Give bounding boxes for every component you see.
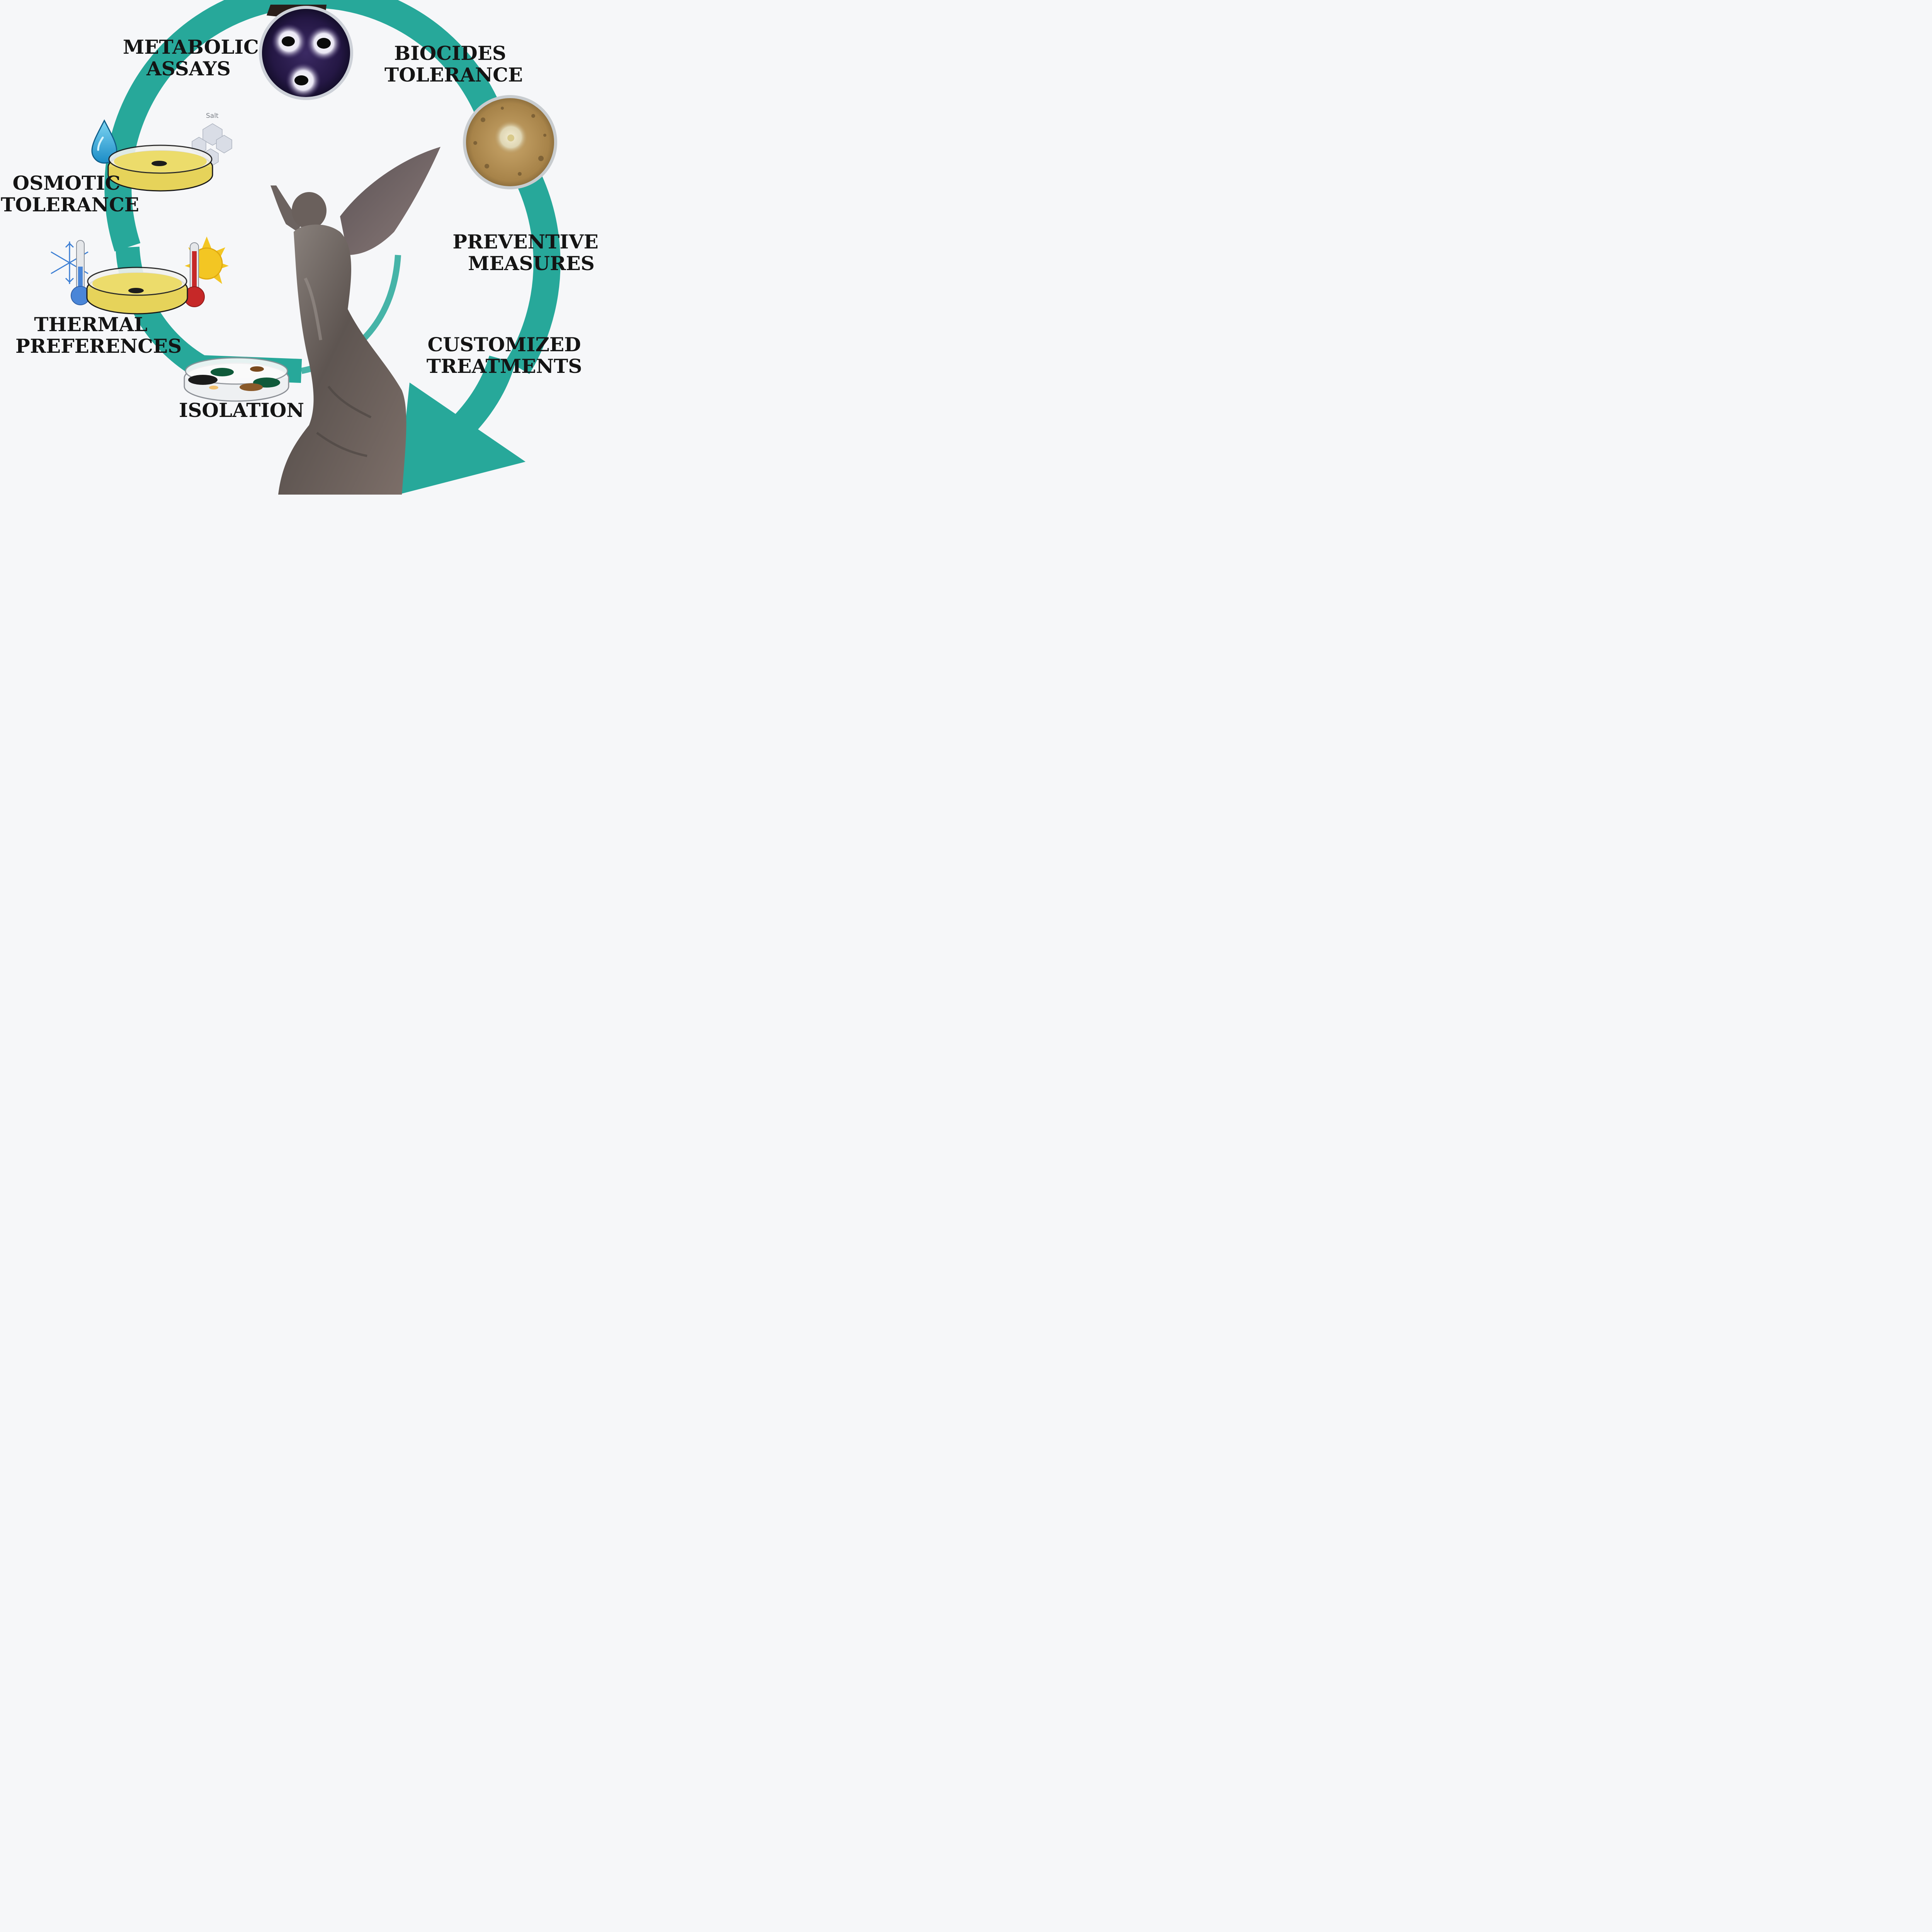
thermal-preferences-line1: THERMAL <box>34 313 148 336</box>
biocides-tolerance-line1: BIOCIDES <box>394 42 506 65</box>
customized-treatments-label: CUSTOMIZED TREATMENTS <box>423 334 585 377</box>
osmotic-tolerance-line2: TOLERANCE <box>1 193 139 216</box>
cycle-diagram: METABOLIC ASSAYS BIOCIDES TOLERANCE OSMO… <box>0 0 606 501</box>
metabolic-assay-plate <box>259 5 353 100</box>
osmotic-petri-dish <box>107 145 213 192</box>
biocides-tolerance-plate <box>463 95 557 189</box>
preventive-measures-line1: PREVENTIVE <box>452 230 599 253</box>
thermal-petri-dish <box>86 267 188 315</box>
preventive-measures-label: PREVENTIVE MEASURES <box>448 231 603 274</box>
osmotic-tolerance-line1: OSMOTIC <box>12 172 121 194</box>
arrow-head <box>398 383 526 495</box>
diagram-artwork <box>51 0 561 495</box>
isolation-label: ISOLATION <box>178 400 305 421</box>
osmotic-tolerance-label: OSMOTIC TOLERANCE <box>1 172 139 216</box>
metabolic-assays-label: METABOLIC ASSAYS <box>123 36 259 80</box>
isolation-line1: ISOLATION <box>179 399 304 422</box>
cold-thermometer-icon <box>71 240 90 305</box>
thermal-preferences-label: THERMAL PREFERENCES <box>15 313 182 357</box>
thermal-preferences-line2: PREFERENCES <box>15 335 182 357</box>
water-drop-icon <box>91 119 117 164</box>
customized-treatments-line2: TREATMENTS <box>426 355 582 378</box>
hot-thermometer-icon <box>184 242 205 307</box>
customized-treatments-line1: CUSTOMIZED <box>427 333 581 356</box>
salt-label: Salt <box>206 112 219 120</box>
biocides-tolerance-line2: TOLERANCE <box>384 63 523 86</box>
isolation-petri-dish <box>184 357 289 402</box>
metabolic-assays-line2: ASSAYS <box>146 57 231 80</box>
metabolic-assays-line1: METABOLIC <box>123 36 259 58</box>
angel-statue-image <box>270 147 440 495</box>
preventive-measures-line2: MEASURES <box>468 252 595 275</box>
biocides-tolerance-label: BIOCIDES TOLERANCE <box>384 42 523 86</box>
